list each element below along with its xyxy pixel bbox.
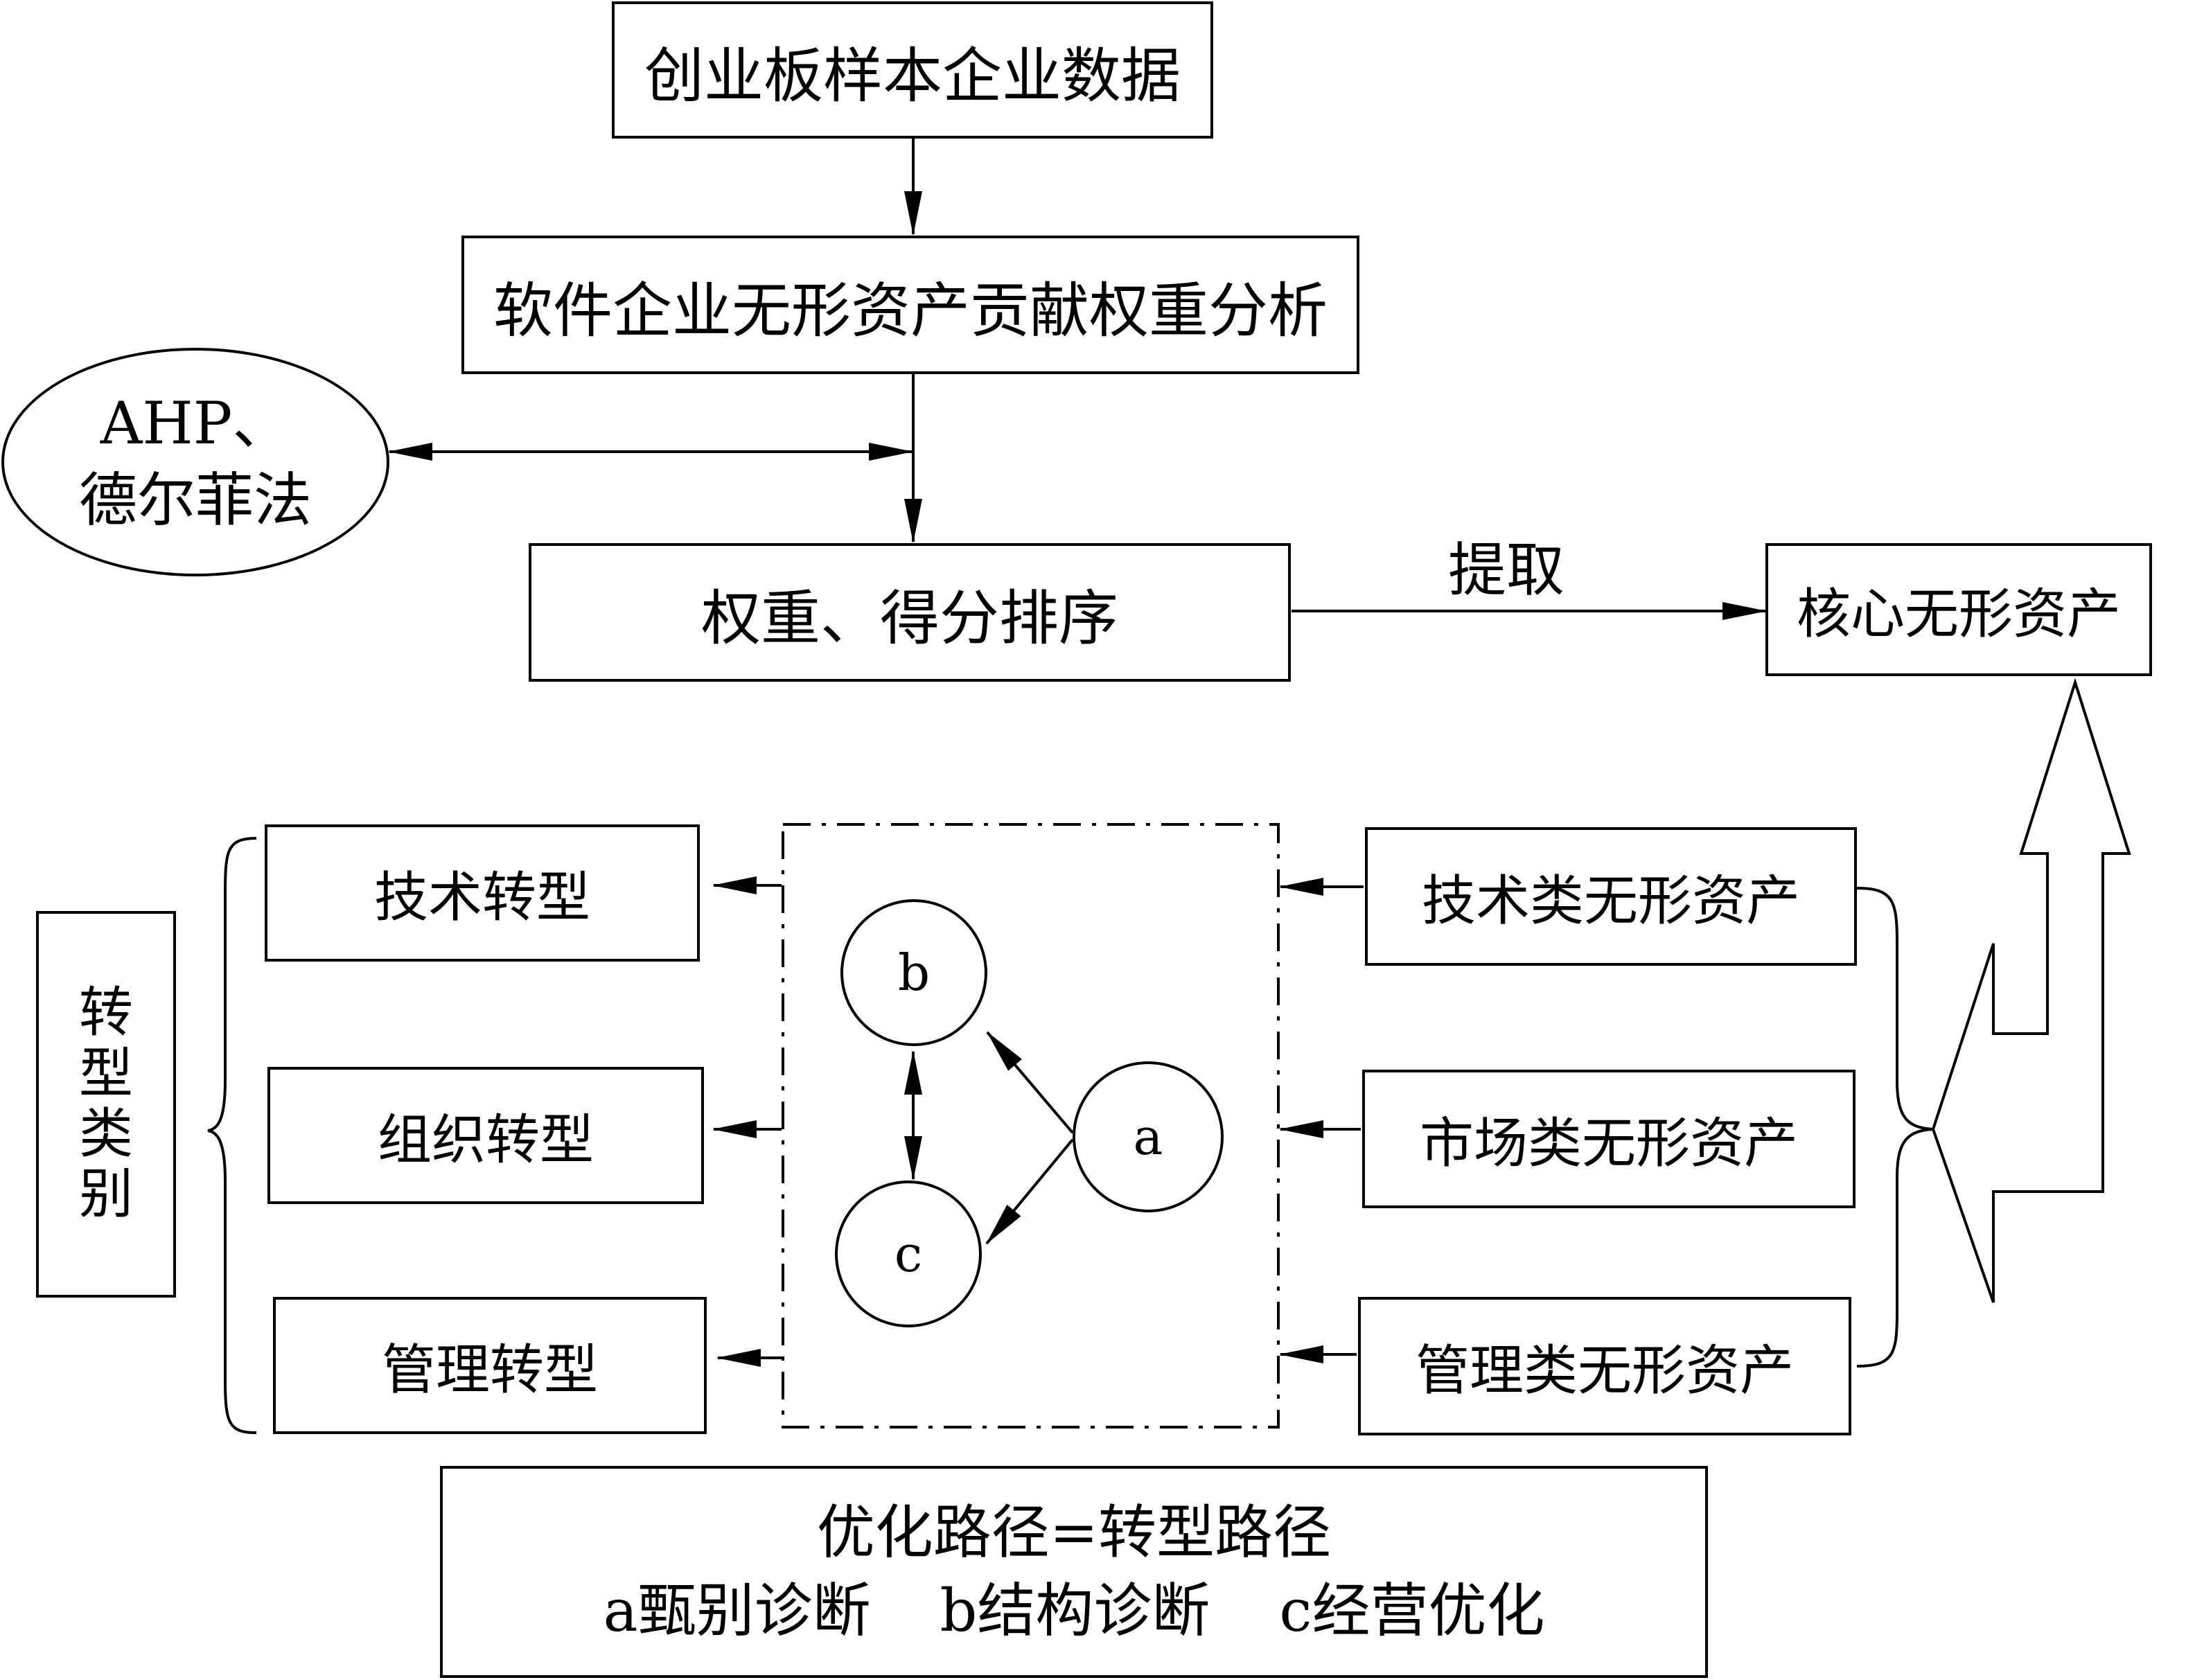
mgmt-transform-label: 管理转型 (381, 1339, 598, 1402)
arrow-a-b (986, 1031, 1074, 1134)
ranking-label: 权重、得分排序 (701, 583, 1118, 653)
category-char-2: 型 (78, 1042, 133, 1105)
org-transform-box: 组织转型 (267, 1067, 704, 1204)
category-box: 转 型 类 别 (36, 911, 176, 1298)
tech-transform-label: 技术转型 (373, 867, 590, 929)
category-char-1: 转 (78, 982, 133, 1045)
org-transform-label: 组织转型 (377, 1109, 594, 1171)
mgmt-asset-box: 管理类无形资产 (1358, 1297, 1851, 1435)
tech-asset-label: 技术类无形资产 (1421, 870, 1800, 932)
category-char-3: 类 (78, 1103, 133, 1165)
source-data-box: 创业板样本企业数据 (612, 1, 1213, 139)
market-asset-box: 市场类无形资产 (1362, 1070, 1856, 1208)
process-frame (782, 823, 1280, 1429)
core-asset-label: 核心无形资产 (1796, 583, 2121, 646)
mgmt-transform-box: 管理转型 (273, 1297, 707, 1434)
node-b-label: b (897, 944, 931, 1002)
node-c-circle: c (835, 1181, 982, 1327)
source-data-label: 创业板样本企业数据 (644, 41, 1181, 111)
extract-label: 提取 (1448, 536, 1565, 604)
method-line-2: 德尔菲法 (78, 466, 312, 534)
hollow-arrow-to-core (1931, 678, 2131, 1303)
node-a-circle: a (1073, 1061, 1224, 1212)
category-char-4: 别 (78, 1163, 133, 1226)
market-asset-label: 市场类无形资产 (1419, 1113, 1798, 1175)
node-b-circle: b (840, 899, 987, 1046)
legend-item-b: b结构诊断 (940, 1577, 1210, 1645)
tech-transform-box: 技术转型 (265, 824, 700, 962)
ranking-box: 权重、得分排序 (529, 543, 1291, 682)
legend-items: a甄别诊断 b结构诊断 c经营优化 (603, 1572, 1545, 1650)
node-a-label: a (1133, 1108, 1163, 1166)
node-c-label: c (894, 1225, 923, 1283)
tech-asset-box: 技术类无形资产 (1365, 827, 1857, 966)
legend-box: 优化路径=转型路径 a甄别诊断 b结构诊断 c经营优化 (440, 1466, 1708, 1678)
arrow-a-c (985, 1138, 1074, 1245)
mgmt-asset-label: 管理类无形资产 (1415, 1340, 1794, 1402)
method-ellipse: AHP、 德尔菲法 (1, 348, 389, 576)
legend-title: 优化路径=转型路径 (816, 1498, 1332, 1566)
left-brace (207, 837, 257, 1434)
legend-item-a: a甄别诊断 (603, 1577, 871, 1645)
analysis-box: 软件企业无形资产贡献权重分析 (461, 236, 1359, 374)
right-brace (1856, 887, 1934, 1368)
analysis-label: 软件企业无形资产贡献权重分析 (493, 276, 1328, 346)
core-asset-box: 核心无形资产 (1765, 543, 2152, 676)
legend-item-c: c经营优化 (1279, 1577, 1545, 1645)
method-line-1: AHP、 (100, 389, 291, 458)
